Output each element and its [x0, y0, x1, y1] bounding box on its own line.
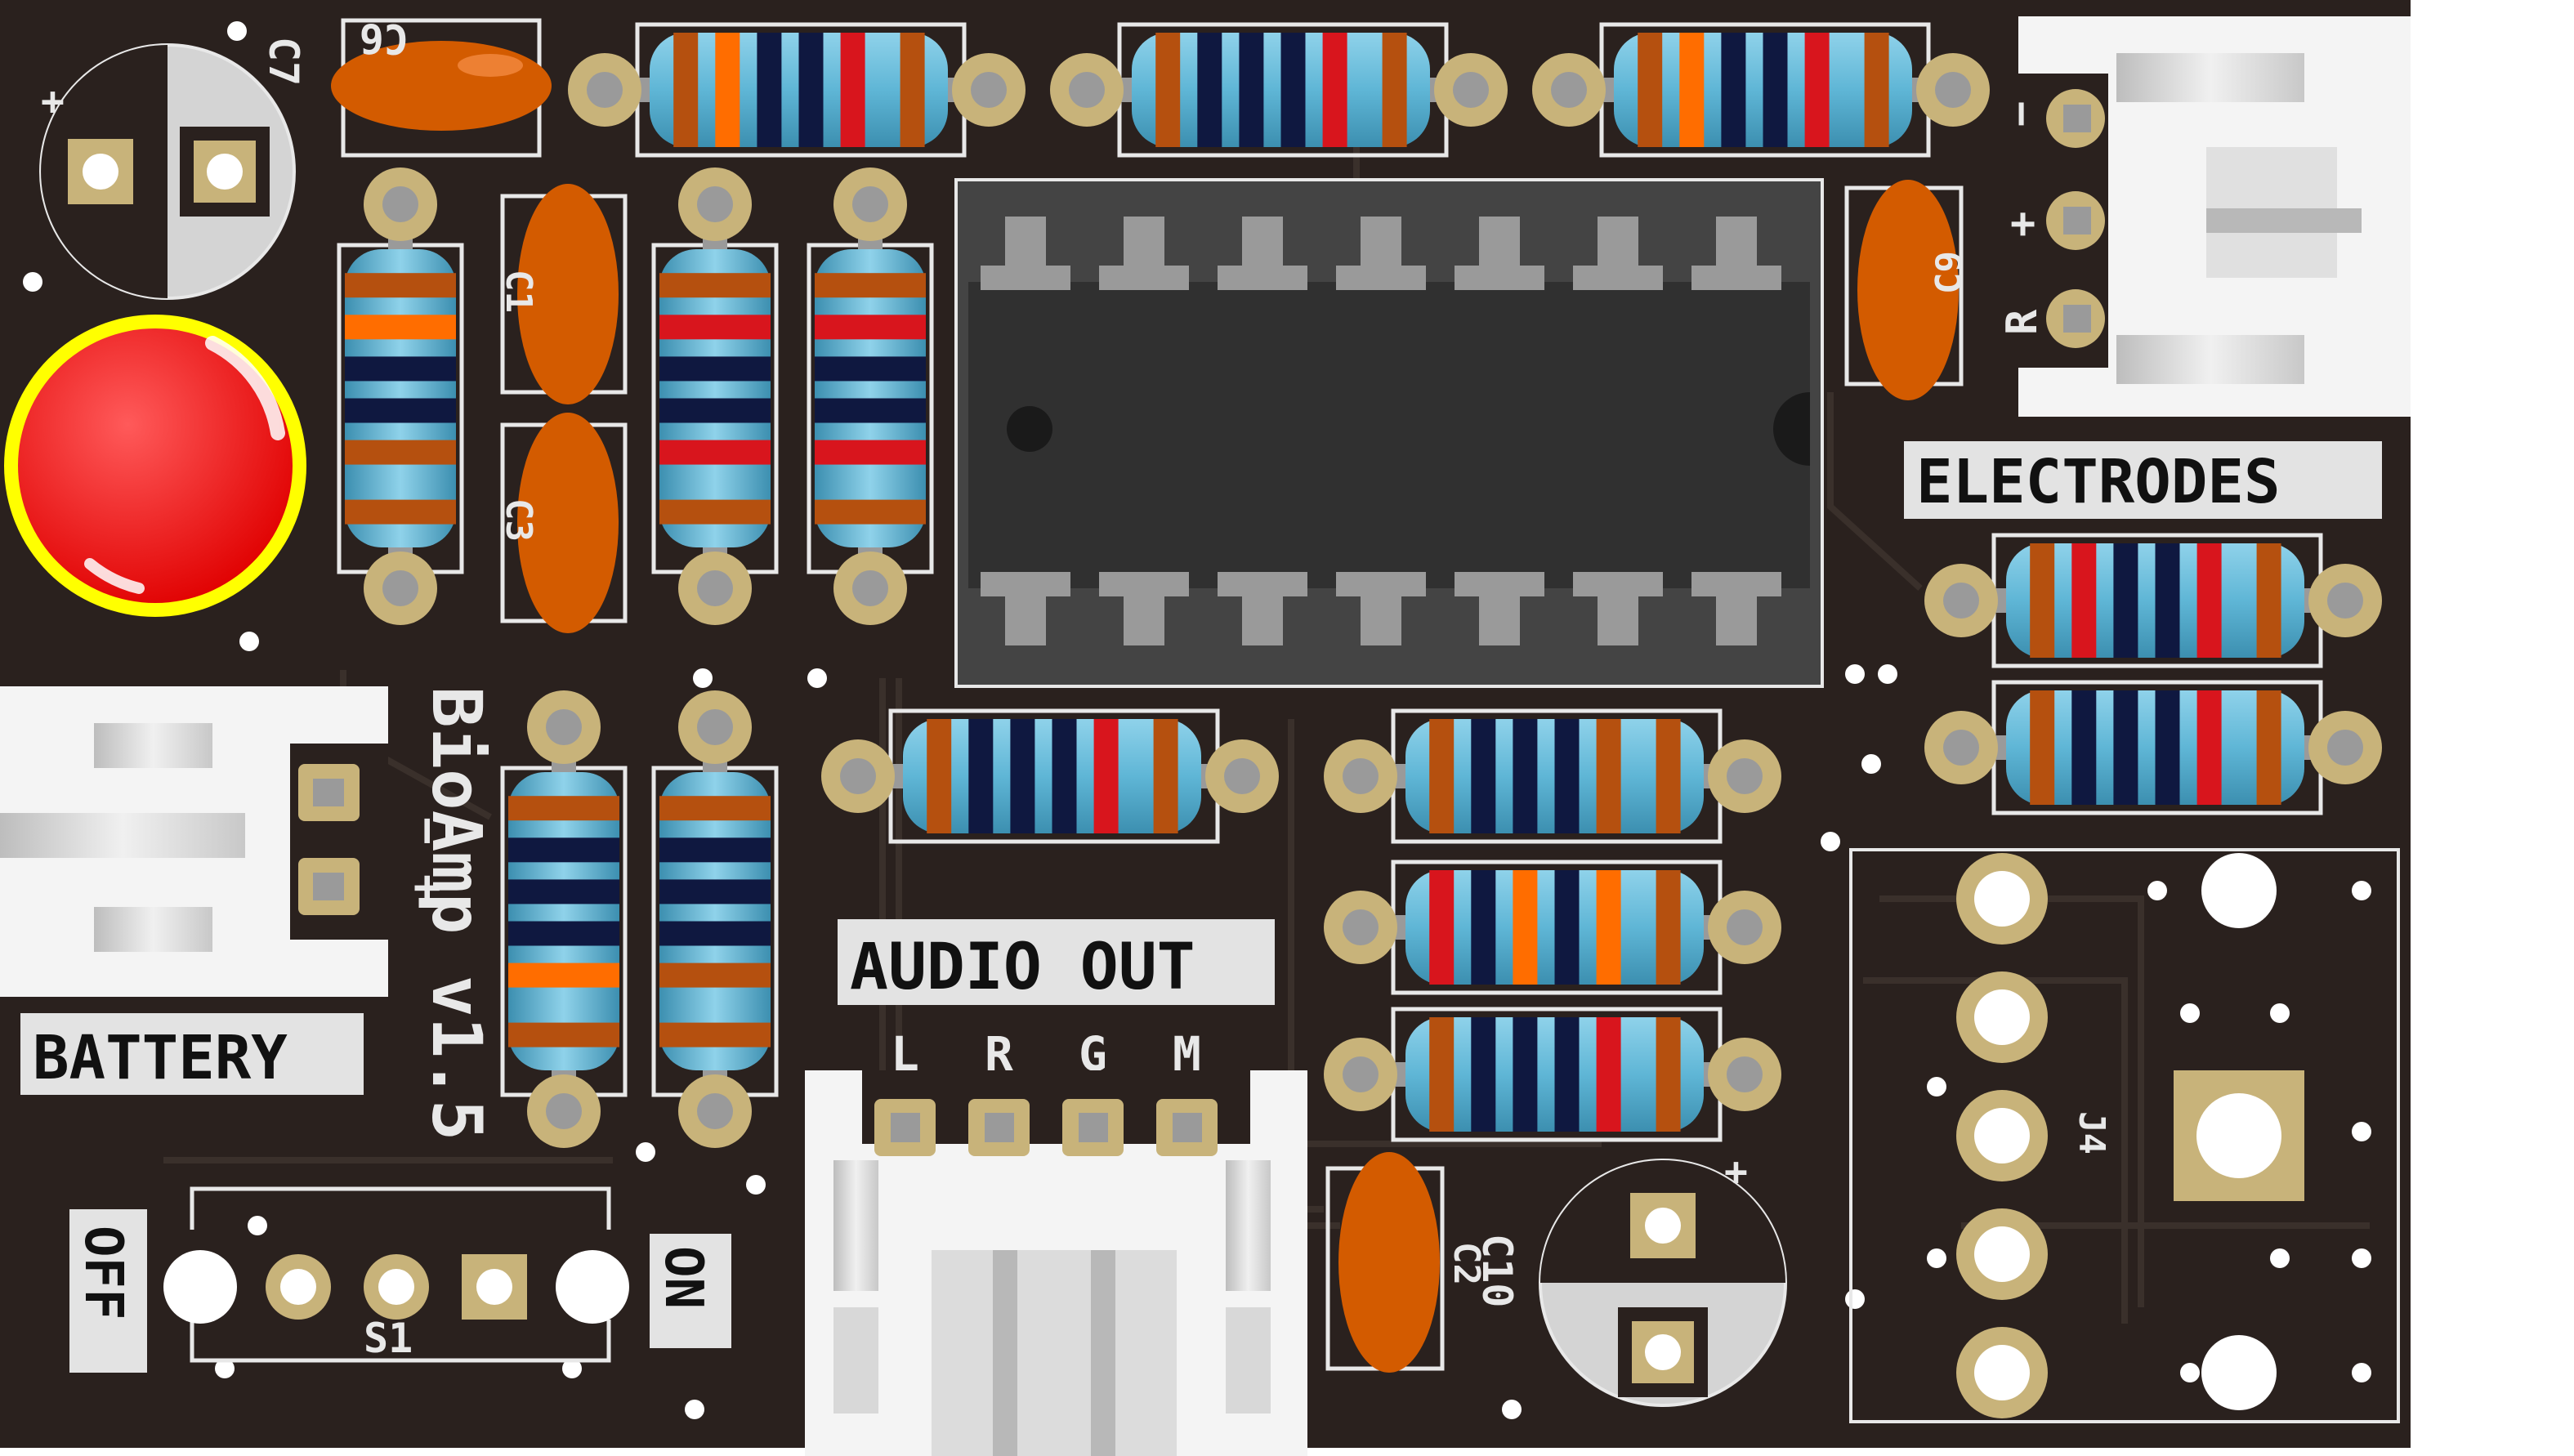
power-switch-s1[interactable]: S1	[163, 1186, 629, 1363]
electrode-pin-minus: −	[1996, 101, 2045, 127]
vertical-resistors	[337, 167, 934, 1148]
battery-label: BATTERY	[20, 1013, 364, 1095]
svg-text:+: +	[41, 78, 65, 124]
electrodes-label: ELECTRODES	[1904, 441, 2382, 519]
capacitor-c2: C2	[1325, 1152, 1487, 1373]
audio-out-label: AUDIO OUT	[838, 919, 1275, 1005]
electrodes-label-text: ELECTRODES	[1916, 447, 2281, 517]
resistor-h-9	[1924, 680, 2382, 815]
capacitor-c9: C9	[1844, 180, 1970, 400]
horizontal-resistors	[568, 22, 2382, 1142]
label-c7-top: C7	[260, 37, 307, 86]
resistor-v-3	[807, 167, 934, 625]
resistor-h-6	[1324, 860, 1781, 995]
label-c9: C9	[1928, 251, 1970, 294]
audio-out-label-text: AUDIO OUT	[850, 931, 1195, 1004]
resistor-v-4	[500, 690, 628, 1148]
ic-chip	[954, 178, 1824, 688]
audio-out-connector: L R G M	[805, 1026, 1307, 1456]
resistor-v-5	[651, 690, 779, 1148]
capacitor-c7-top: + C7	[39, 37, 307, 300]
battery-connector: − +	[0, 686, 454, 997]
switch-on-label-text: ON	[653, 1246, 713, 1309]
led-indicator	[4, 315, 306, 617]
battery-pin-plus: +	[401, 874, 454, 902]
svg-text:+: +	[1724, 1149, 1748, 1195]
resistor-h-3	[1532, 22, 1990, 158]
label-c2: C2	[1446, 1242, 1487, 1285]
resistor-h-1	[568, 22, 1026, 158]
resistor-h-4	[821, 708, 1279, 844]
audio-jack-j4: J4	[1849, 848, 2400, 1423]
battery-pin-minus: −	[401, 817, 454, 845]
electrodes-connector: − + R	[1996, 16, 2411, 417]
electrode-pin-plus: +	[1998, 212, 2047, 237]
label-c10: C10	[1473, 1234, 1521, 1307]
capacitor-c1: C1	[498, 184, 628, 404]
electrode-pin-r: R	[1998, 309, 2047, 335]
label-c1: C1	[498, 270, 539, 313]
battery-label-text: BATTERY	[33, 1023, 288, 1093]
resistor-h-8	[1924, 533, 2382, 668]
resistor-h-5	[1324, 708, 1781, 844]
capacitor-c6: C6	[331, 15, 552, 158]
resistor-v-2	[651, 167, 779, 625]
switch-off-label: OFF	[69, 1209, 147, 1373]
resistor-h-2	[1050, 22, 1508, 158]
label-s1: S1	[364, 1315, 413, 1362]
switch-off-label-text: OFF	[73, 1226, 133, 1320]
resistor-h-7	[1324, 1007, 1781, 1142]
switch-on-label: ON	[650, 1234, 731, 1348]
label-c6: C6	[360, 15, 409, 62]
label-j4: J4	[2071, 1111, 2112, 1155]
label-c3: C3	[498, 498, 539, 542]
capacitor-c10: + C10	[1473, 1149, 1787, 1407]
resistor-v-1	[337, 167, 464, 625]
board-title: BioAmp v1.5	[417, 686, 497, 1141]
capacitor-c3: C3	[498, 413, 628, 633]
